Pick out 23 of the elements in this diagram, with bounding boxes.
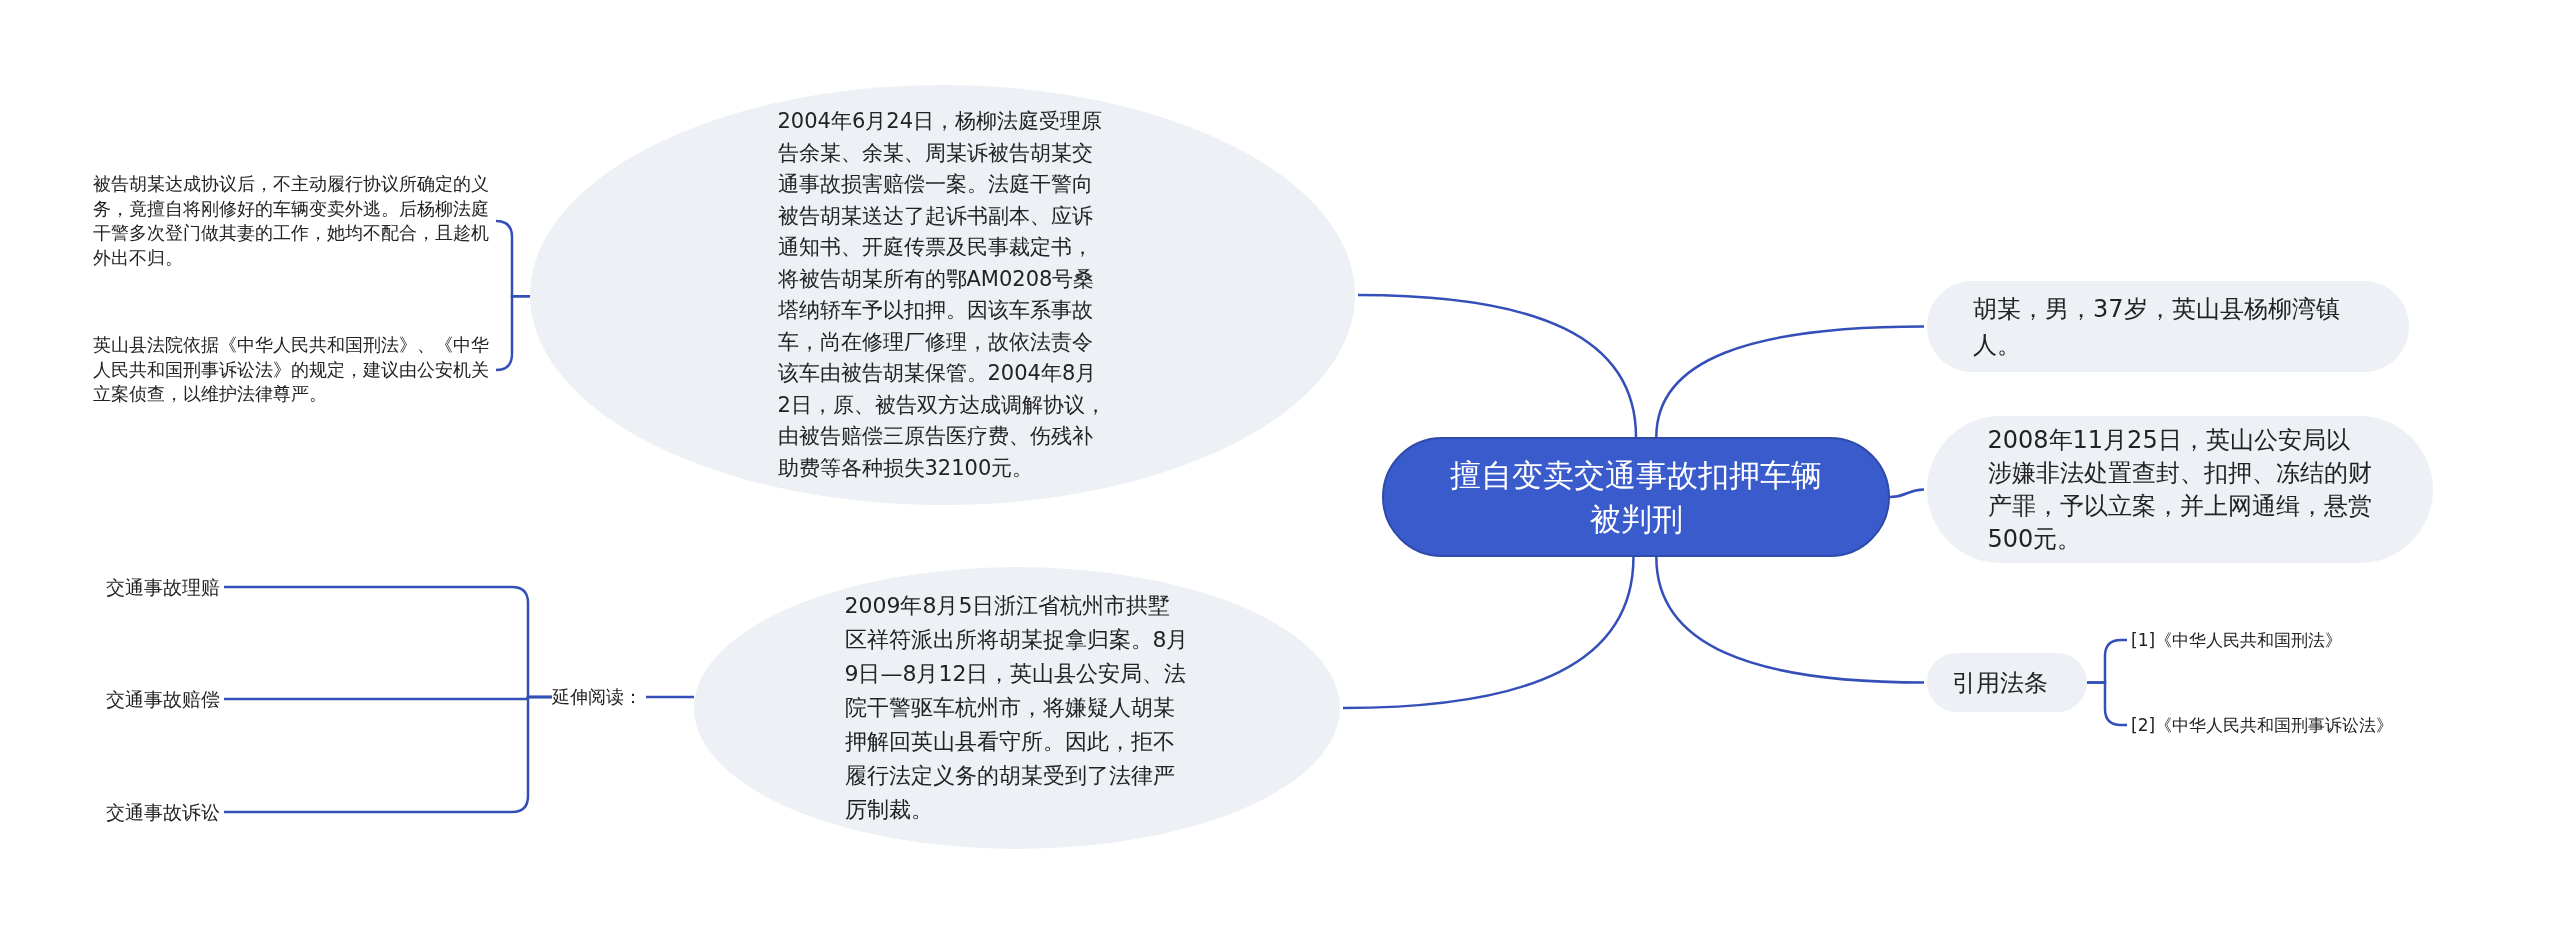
connector-line <box>1357 293 1638 438</box>
topic-text: 2009年8月5日浙江省杭州市拱墅区祥符派出所将胡某捉拿归案。8月9日—8月12日，英山县公安局、法院干警驱车杭州市，将嫌疑人胡某押解回英山县看守所。因此，拒不履行法定义务的胡某受到了法律严厉制裁。 <box>844 592 1190 824</box>
note-text: 被告胡某达成协议后，不主动履行协议所确定的义务，竟擅自将刚修好的车辆变卖外逃。后杨柳法庭干警多次登门做其妻的工作，她均不配合，且趁机外出不归。 <box>93 172 493 270</box>
connector-line <box>1655 556 1925 684</box>
reading-item: 交通事故赔偿 <box>106 686 220 712</box>
law-reference: [2]《中华人民共和国刑事诉讼法》 <box>2131 713 2394 737</box>
note-text: 英山县法院依据《中华人民共和国刑法》、《中华人民共和国刑事诉讼法》的规定，建议由公安机关立案侦查，以维护法律尊严。 <box>93 333 493 407</box>
connector-line <box>2087 681 2127 727</box>
connector-line <box>1889 488 1925 499</box>
reading-item: 交通事故诉讼 <box>106 799 220 825</box>
reading-item: 交通事故理赔 <box>106 574 220 600</box>
connector-line <box>224 695 552 814</box>
topic-text: 2008年11月25日，英山公安局以涉嫌非法处置查封、扣押、冻结的财产罪，予以立案，并上网通缉，悬赏500元。 <box>1987 424 2373 555</box>
topic-text: 引用法条 <box>1952 667 2049 698</box>
connector-line <box>646 695 694 699</box>
topic-title: 擅自变卖交通事故扣押车辆被判刑 <box>1449 456 1823 539</box>
connector-line <box>494 295 530 372</box>
topic-text: 2004年6月24日，杨柳法庭受理原告余某、余某、周某诉被告胡某交通事故损害赔偿一案。法庭干警向被告胡某送达了起诉书副本、应诉通知书、开庭传票及民事裁定书，将被告胡某所有的鄂AM0208号桑塔纳轿车予以扣押。因该车系事故车，尚在修理厂修理，故依法责令该车由被告胡某保管。2004年8月2日，原、被告双方达成调解协议，由被告赔偿三原告医疗费、伤残补助费等各种损失32100元。 <box>777 108 1107 482</box>
topic-text: 胡某，男，37岁，英山县杨柳湾镇人。 <box>1973 293 2341 361</box>
law-reference: [1]《中华人民共和国刑法》 <box>2131 628 2343 652</box>
connector-line <box>1342 556 1635 710</box>
connector-line <box>1655 325 1925 438</box>
reading-label: 延伸阅读： <box>552 685 642 709</box>
